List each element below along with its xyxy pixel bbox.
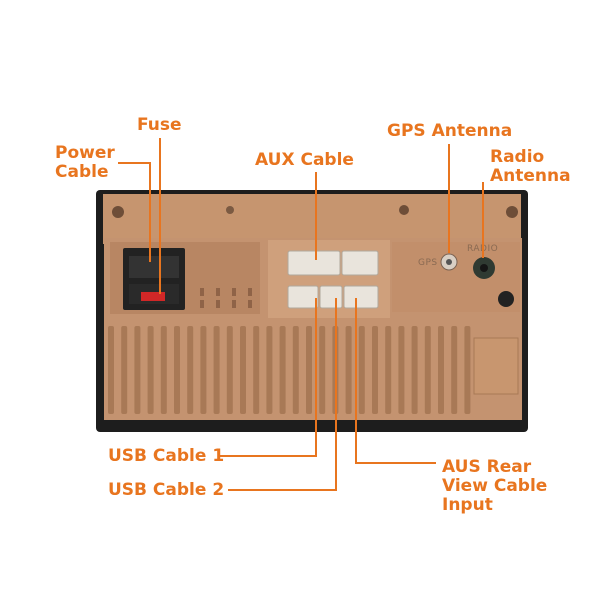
side-bracket (473, 337, 519, 395)
gps-jack-center (446, 259, 452, 265)
vent-rib (319, 326, 326, 414)
radio-jack-center (480, 264, 488, 272)
vent-rib (411, 326, 418, 414)
usb1-line (218, 298, 317, 457)
label-aux-cable: AUX Cable (255, 150, 354, 170)
vent-rib (451, 326, 458, 414)
callout-lines (118, 138, 484, 491)
vent-rib (213, 326, 220, 414)
screw-top-mid (226, 206, 234, 214)
screw-top-left (112, 206, 124, 218)
power-connector-top-socket (129, 256, 179, 278)
vent-rib (240, 326, 246, 414)
vent-rib (147, 326, 154, 414)
usb2-line (228, 298, 337, 491)
label-usb-cable-2: USB Cable 2 (108, 480, 225, 500)
rearview-line (355, 298, 436, 464)
vent-rib (253, 326, 260, 414)
vent-hole (216, 300, 220, 308)
vent-rib (385, 326, 392, 414)
label-usb-cable-1: USB Cable 1 (108, 446, 225, 466)
extra-jack-1 (498, 291, 514, 307)
usb2-connector (319, 285, 343, 309)
vent-rib (372, 326, 378, 414)
vent-rib (187, 326, 194, 414)
label-power-cable: Power Cable (55, 143, 115, 182)
vent-hole (232, 300, 236, 308)
power-line (118, 162, 151, 262)
vent-rib (464, 326, 471, 414)
vent-rib (345, 326, 352, 414)
vent-hole (248, 300, 252, 308)
vent-rib (398, 326, 405, 414)
vent-hole (200, 288, 204, 296)
vent-rib (306, 326, 312, 414)
vent-holes (200, 288, 252, 308)
housing-top-plate (103, 194, 521, 244)
aux-connector-right (341, 250, 379, 276)
rearview-connector (343, 285, 379, 309)
vent-rib (292, 326, 299, 414)
vent-hole (232, 288, 236, 296)
ventilation-ribs (108, 326, 471, 414)
vent-rib (121, 326, 128, 414)
gps-marking: GPS (418, 258, 438, 268)
label-radio-antenna: Radio Antenna (490, 147, 571, 186)
label-fuse: Fuse (137, 115, 182, 135)
vent-rib (438, 326, 444, 414)
usb1-connector (287, 285, 319, 309)
label-gps-antenna: GPS Antenna (387, 121, 513, 141)
screw-top-center (399, 205, 409, 215)
vent-rib (108, 326, 114, 414)
vent-rib (160, 326, 167, 414)
vent-rib (200, 326, 207, 414)
vent-rib (279, 326, 286, 414)
aux-connector-left (287, 250, 341, 276)
vent-hole (248, 288, 252, 296)
vent-hole (216, 288, 220, 296)
label-rear-view-input: AUS Rear View Cable Input (442, 457, 548, 515)
vent-rib (266, 326, 273, 414)
vent-rib (358, 326, 365, 414)
vent-hole (200, 300, 204, 308)
vent-rib (134, 326, 141, 414)
vent-rib (424, 326, 431, 414)
vent-rib (226, 326, 233, 414)
vent-rib (174, 326, 180, 414)
fuse-block (141, 292, 165, 301)
screw-top-right (506, 206, 518, 218)
